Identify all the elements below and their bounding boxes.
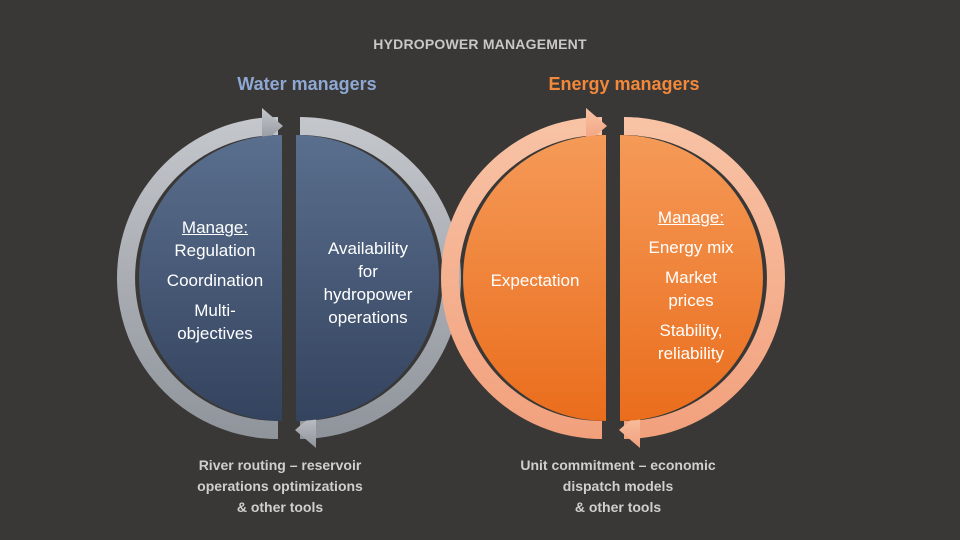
- water-manage-item: Regulation: [174, 241, 256, 260]
- water-managers-heading: Water managers: [237, 74, 377, 94]
- energy-manage-item: reliability: [657, 344, 725, 363]
- energy-caption-line: Unit commitment – economic: [520, 457, 716, 473]
- energy-manage-item: Stability,: [659, 321, 723, 340]
- water-availability-line: for: [358, 262, 378, 281]
- water-tools-caption: River routing – reservoir operations opt…: [130, 455, 430, 518]
- water-availability-line: Availability: [327, 239, 408, 258]
- energy-expectation-line: Expectation: [490, 271, 580, 290]
- water-availability-block: Availability for hydropower operations: [298, 237, 438, 329]
- energy-caption-line: & other tools: [574, 499, 662, 515]
- water-left-ring-arrow: [117, 108, 283, 439]
- energy-manage-item: Market: [665, 268, 717, 287]
- water-right-ring-arrow: [295, 117, 461, 448]
- water-caption-line: operations optimizations: [197, 478, 363, 494]
- energy-caption-line: dispatch models: [562, 478, 674, 494]
- water-manage-block: Manage: Regulation Coordination Multi- o…: [150, 216, 280, 345]
- energy-left-ring-arrow: [441, 108, 607, 439]
- energy-right-half: [620, 135, 763, 421]
- water-caption-line: & other tools: [236, 499, 324, 515]
- water-manage-item: objectives: [177, 324, 253, 343]
- water-availability-line: hydropower: [323, 285, 413, 304]
- water-manage-item: Coordination: [166, 271, 264, 290]
- energy-expectation-block: Expectation: [470, 269, 600, 292]
- energy-manage-item: Energy mix: [648, 238, 734, 257]
- energy-left-half: [463, 135, 606, 421]
- water-manage-item: Multi-: [194, 301, 236, 320]
- energy-manage-item: prices: [668, 291, 714, 310]
- water-caption-line: River routing – reservoir: [198, 457, 362, 473]
- water-manage-label: Manage:: [181, 218, 249, 237]
- energy-tools-caption: Unit commitment – economic dispatch mode…: [468, 455, 768, 518]
- energy-manage-block: Manage: Energy mix Market prices Stabili…: [626, 206, 756, 365]
- energy-manage-label: Manage:: [657, 208, 725, 227]
- energy-right-ring-arrow: [619, 117, 785, 448]
- diagram-title: HYDROPOWER MANAGEMENT: [373, 36, 587, 52]
- water-availability-line: operations: [328, 308, 408, 327]
- energy-managers-heading: Energy managers: [548, 74, 700, 94]
- water-right-half: [296, 135, 439, 421]
- water-left-half: [139, 135, 282, 421]
